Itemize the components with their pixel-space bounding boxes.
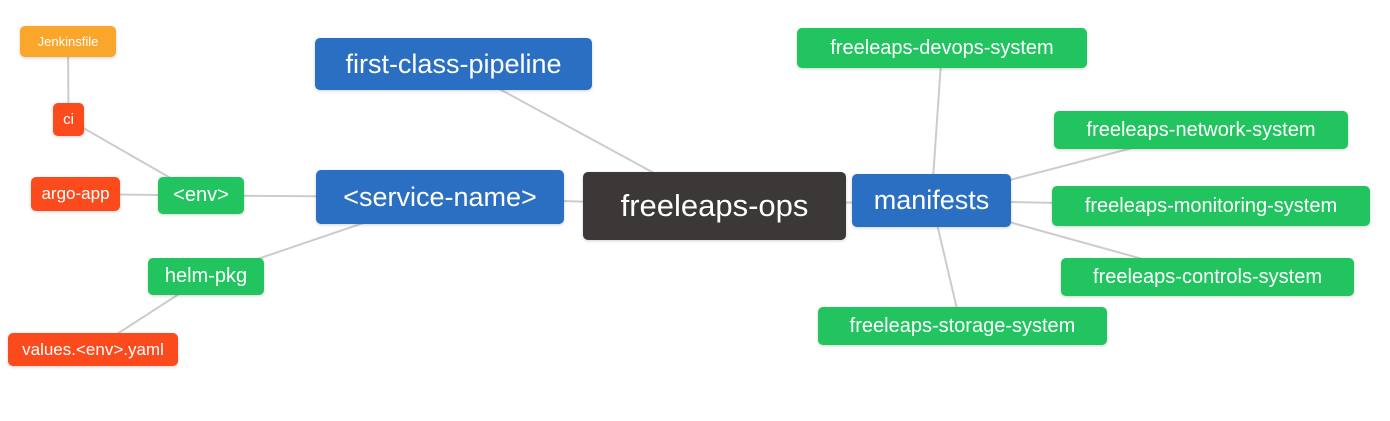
node-helm-pkg[interactable]: helm-pkg bbox=[148, 258, 264, 295]
node-manifests[interactable]: manifests bbox=[852, 174, 1011, 227]
node-freeleaps-monitoring-system[interactable]: freeleaps-monitoring-system bbox=[1052, 186, 1370, 226]
node-values-env-yaml[interactable]: values.<env>.yaml bbox=[8, 333, 178, 366]
node-freeleaps-ops[interactable]: freeleaps-ops bbox=[583, 172, 846, 240]
node-freeleaps-network-system[interactable]: freeleaps-network-system bbox=[1054, 111, 1348, 149]
node-freeleaps-storage-system[interactable]: freeleaps-storage-system bbox=[818, 307, 1107, 345]
node-env[interactable]: <env> bbox=[158, 177, 244, 214]
node-first-class-pipeline[interactable]: first-class-pipeline bbox=[315, 38, 592, 90]
node-freeleaps-devops-system[interactable]: freeleaps-devops-system bbox=[797, 28, 1087, 68]
node-ci[interactable]: ci bbox=[53, 103, 84, 136]
node-jenkinsfile[interactable]: Jenkinsfile bbox=[20, 26, 116, 57]
node-freeleaps-controls-system[interactable]: freeleaps-controls-system bbox=[1061, 258, 1354, 296]
node-service-name[interactable]: <service-name> bbox=[316, 170, 564, 224]
node-argo-app[interactable]: argo-app bbox=[31, 177, 120, 211]
